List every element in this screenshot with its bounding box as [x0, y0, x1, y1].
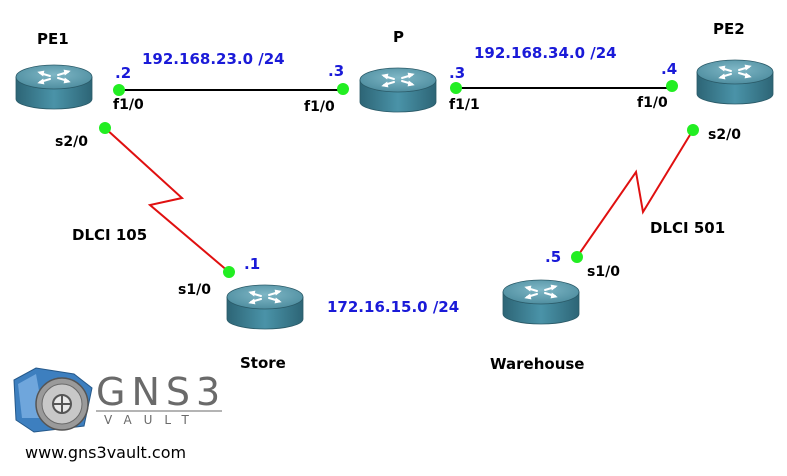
router-name-p: P: [393, 28, 404, 46]
router-name-pe2: PE2: [713, 20, 745, 38]
host-label-p-left: .3: [328, 62, 344, 80]
router-pe2[interactable]: [696, 59, 774, 105]
dlci-label-pe2-warehouse: DLCI 501: [650, 219, 725, 237]
iface-label-pe2-s2-0: s2/0: [708, 127, 741, 143]
gns3-vault-logo-icon: [13, 367, 93, 433]
host-label-pe2: .4: [661, 60, 677, 78]
interface-dot-pe2-s2-0: [687, 124, 699, 136]
router-warehouse[interactable]: [502, 279, 580, 325]
router-icon: [226, 284, 304, 330]
interface-dot-warehouse-s1-0: [571, 251, 583, 263]
iface-label-p-f1-0: f1/0: [304, 99, 335, 115]
subnet-label-pe1-p: 192.168.23.0 /24: [142, 50, 285, 68]
router-icon: [502, 279, 580, 325]
interface-dot-pe1-f1-0: [113, 84, 125, 96]
iface-label-store-s1-0: s1/0: [178, 282, 211, 298]
router-name-store: Store: [240, 354, 286, 372]
iface-label-pe1-f1-0: f1/0: [113, 97, 144, 113]
router-store[interactable]: [226, 284, 304, 330]
router-icon: [359, 67, 437, 113]
router-name-warehouse: Warehouse: [490, 355, 584, 373]
host-label-warehouse: .5: [545, 248, 561, 266]
dlci-label-pe1-store: DLCI 105: [72, 226, 147, 244]
logo-subtitle: VAULT: [104, 413, 201, 427]
logo-title: GNS3: [96, 370, 226, 414]
interface-dot-pe1-s2-0: [99, 122, 111, 134]
serial-link-pe2-warehouse: [576, 129, 694, 258]
interface-dot-pe2-f1-0: [666, 80, 678, 92]
interface-dot-store-s1-0: [223, 266, 235, 278]
router-name-pe1: PE1: [37, 30, 69, 48]
iface-label-p-f1-1: f1/1: [449, 97, 480, 113]
iface-label-warehouse-s1-0: s1/0: [587, 264, 620, 280]
router-pe1[interactable]: [15, 64, 93, 110]
router-icon: [15, 64, 93, 110]
subnet-label-store-warehouse: 172.16.15.0 /24: [327, 298, 459, 316]
iface-label-pe2-f1-0: f1/0: [637, 95, 668, 111]
interface-dot-p-f1-0: [337, 83, 349, 95]
host-label-p-right: .3: [449, 64, 465, 82]
iface-label-pe1-s2-0: s2/0: [55, 134, 88, 150]
router-p[interactable]: [359, 67, 437, 113]
logo-url[interactable]: www.gns3vault.com: [25, 443, 186, 462]
host-label-store: .1: [244, 255, 260, 273]
host-label-pe1: .2: [115, 64, 131, 82]
serial-link-pe1-store: [104, 127, 230, 273]
interface-dot-p-f1-1: [450, 82, 462, 94]
subnet-label-p-pe2: 192.168.34.0 /24: [474, 44, 617, 62]
router-icon: [696, 59, 774, 105]
